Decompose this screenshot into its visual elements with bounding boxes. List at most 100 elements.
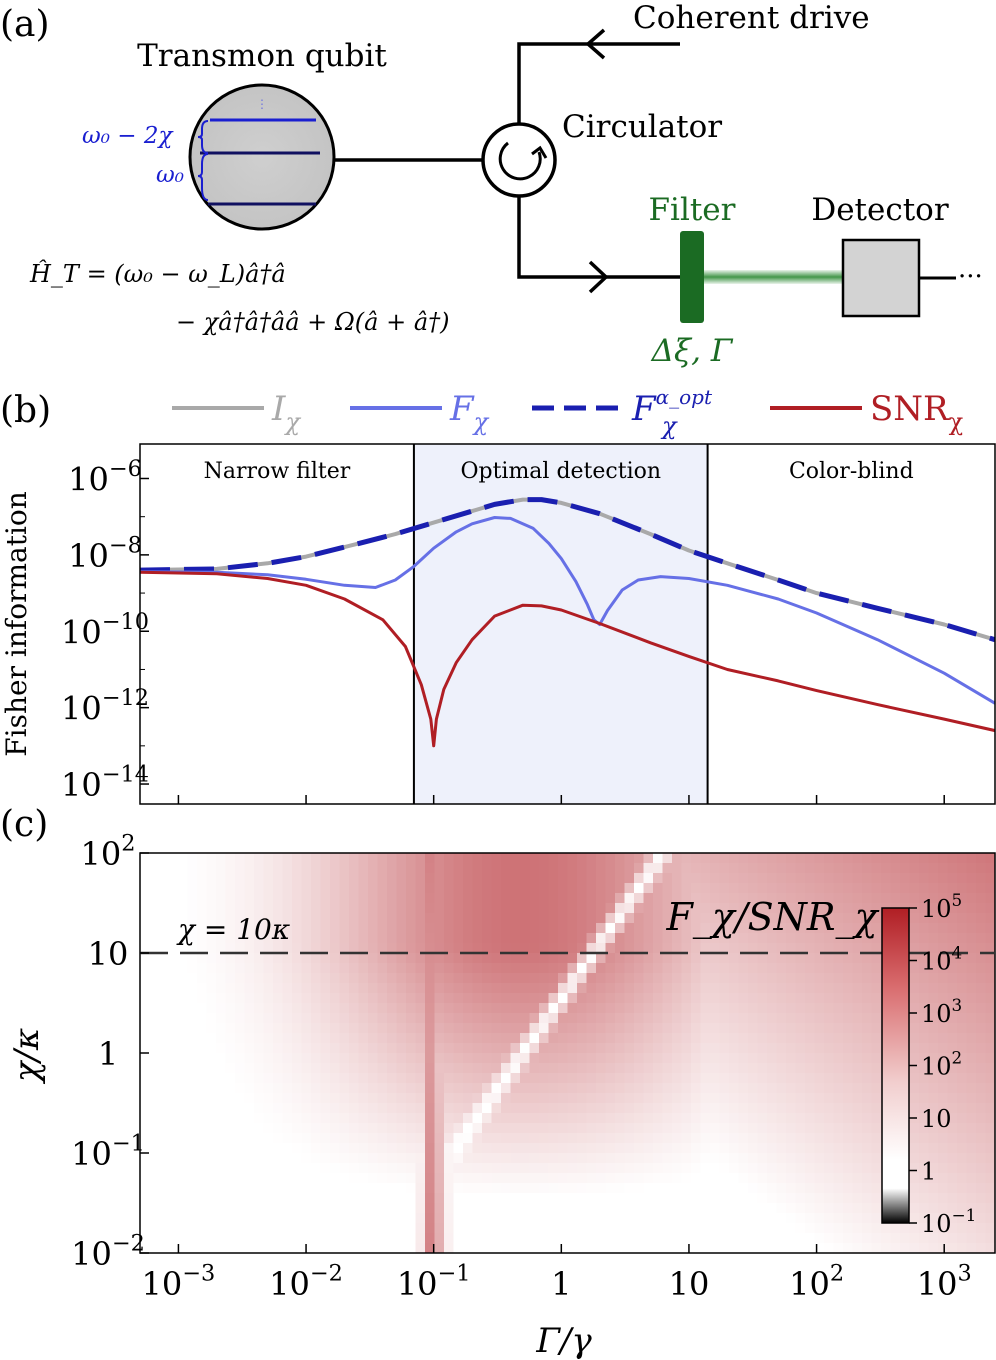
heatmap-cell [472,1203,483,1214]
heatmap-cell [577,963,588,974]
heatmap-cell [966,993,977,1004]
heatmap-cell [197,913,208,924]
heatmap-cell [434,1063,445,1074]
heatmap-cell [235,983,246,994]
heatmap-cell [187,1043,198,1054]
heatmap-cell [824,1103,835,1114]
heatmap-cell [748,973,759,984]
heatmap-cell [149,1123,160,1134]
heatmap-cell [168,1093,179,1104]
heatmap-cell [235,973,246,984]
heatmap-cell [824,953,835,964]
heatmap-cell [729,973,740,984]
heatmap-cell [387,983,398,994]
heatmap-cell [491,883,502,894]
heatmap-cell [757,1243,768,1253]
heatmap-cell [282,973,293,984]
heatmap-cell [225,953,236,964]
heatmap-cell [529,983,540,994]
heatmap-cell [358,1213,369,1224]
heatmap-cell [349,1043,360,1054]
colorbar-tick-label: 103 [921,995,962,1028]
brace-top-icon [197,120,209,154]
heatmap-cell [757,1133,768,1144]
heatmap-cell [691,1183,702,1194]
heatmap-cell [966,983,977,994]
heatmap-cell [757,983,768,994]
heatmap-cell [577,853,588,864]
heatmap-cell [472,943,483,954]
heatmap-cell [358,903,369,914]
heatmap-cell [862,993,873,1004]
heatmap-cell [776,1193,787,1204]
heatmap-cell [539,1113,550,1124]
heatmap-cell [947,1173,958,1184]
heatmap-cell [957,853,968,864]
heatmap-cell [567,1123,578,1134]
heatmap-cell [330,1103,341,1114]
heatmap-cell [805,893,816,904]
heatmap-cell [206,1113,217,1124]
heatmap-cell [862,1233,873,1244]
heatmap-cell [786,1153,797,1164]
heatmap-cell [672,1123,683,1134]
heatmap-cell [235,923,246,934]
heatmap-cell [548,1113,559,1124]
heatmap-cell [643,1213,654,1224]
heatmap-cell [577,1043,588,1054]
heatmap-cell [301,1063,312,1074]
heatmap-cell [643,893,654,904]
heatmap-cell [368,1133,379,1144]
heatmap-cell [643,1003,654,1014]
heatmap-cell [197,1153,208,1164]
heatmap-cell [548,1003,559,1014]
heatmap-cell [520,993,531,1004]
heatmap-cell [624,1193,635,1204]
heatmap-cell [938,1053,949,1064]
heatmap-cell [330,1193,341,1204]
heatmap-cell [482,1123,493,1134]
heatmap-cell [168,923,179,934]
heatmap-cell [520,1223,531,1234]
heatmap-cell [586,973,597,984]
heatmap-cell [387,1103,398,1114]
heatmap-cell [938,1123,949,1134]
heatmap-cell [482,1043,493,1054]
heatmap-cell [719,1153,730,1164]
heatmap-cell [795,1143,806,1154]
heatmap-cell [273,903,284,914]
heatmap-cell [795,983,806,994]
heatmap-cell [501,903,512,914]
heatmap-cell [244,1133,255,1144]
heatmap-cell [871,933,882,944]
heatmap-cell [643,1113,654,1124]
heatmap-cell [871,1233,882,1244]
heatmap-cell [434,1103,445,1114]
heatmap-cell [159,1073,170,1084]
heatmap-cell [577,903,588,914]
heatmap-cell [235,883,246,894]
heatmap-cell [425,1143,436,1154]
heatmap-cell [140,1133,151,1144]
heatmap-cell [396,1033,407,1044]
heatmap-cell [767,1003,778,1014]
heatmap-cell [501,1013,512,1024]
heatmap-cell [482,923,493,934]
heatmap-cell [491,1063,502,1074]
heatmap-cell [596,943,607,954]
heatmap-cell [273,1183,284,1194]
heatmap-cell [919,1113,930,1124]
heatmap-cell [292,1053,303,1064]
heatmap-cell [681,1093,692,1104]
heatmap-cell [387,1163,398,1174]
heatmap-cell [786,1053,797,1064]
heatmap-cell [444,1163,455,1174]
heatmap-cell [605,1053,616,1064]
heatmap-cell [548,883,559,894]
heatmap-cell [795,1043,806,1054]
heatmap-cell [909,943,920,954]
heatmap-cell [928,963,939,974]
heatmap-cell [691,1143,702,1154]
heatmap-cell [491,1083,502,1094]
heatmap-cell [634,1093,645,1104]
